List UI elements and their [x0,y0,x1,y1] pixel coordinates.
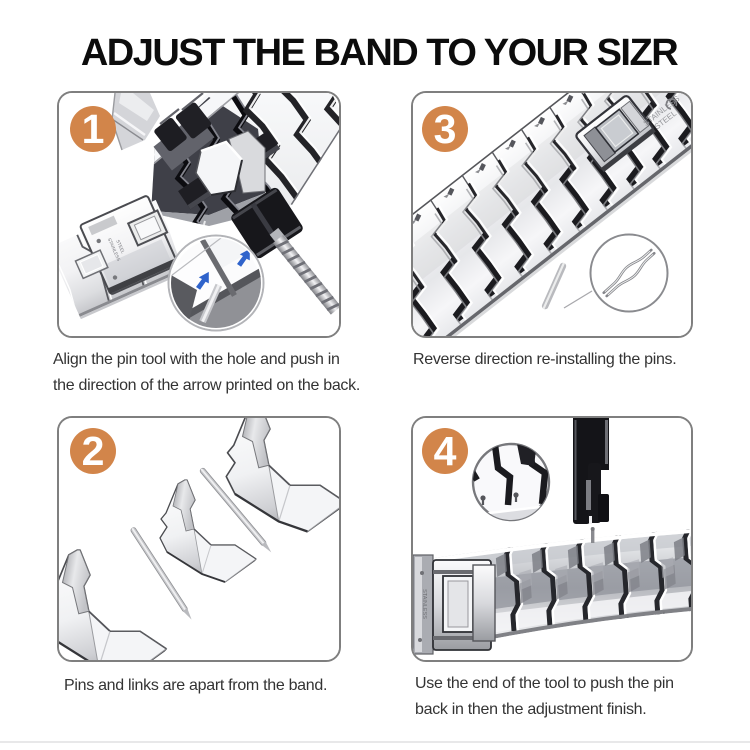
svg-text:STEEL: STEEL [115,239,126,255]
svg-text:STAINLESS: STAINLESS [421,589,427,619]
